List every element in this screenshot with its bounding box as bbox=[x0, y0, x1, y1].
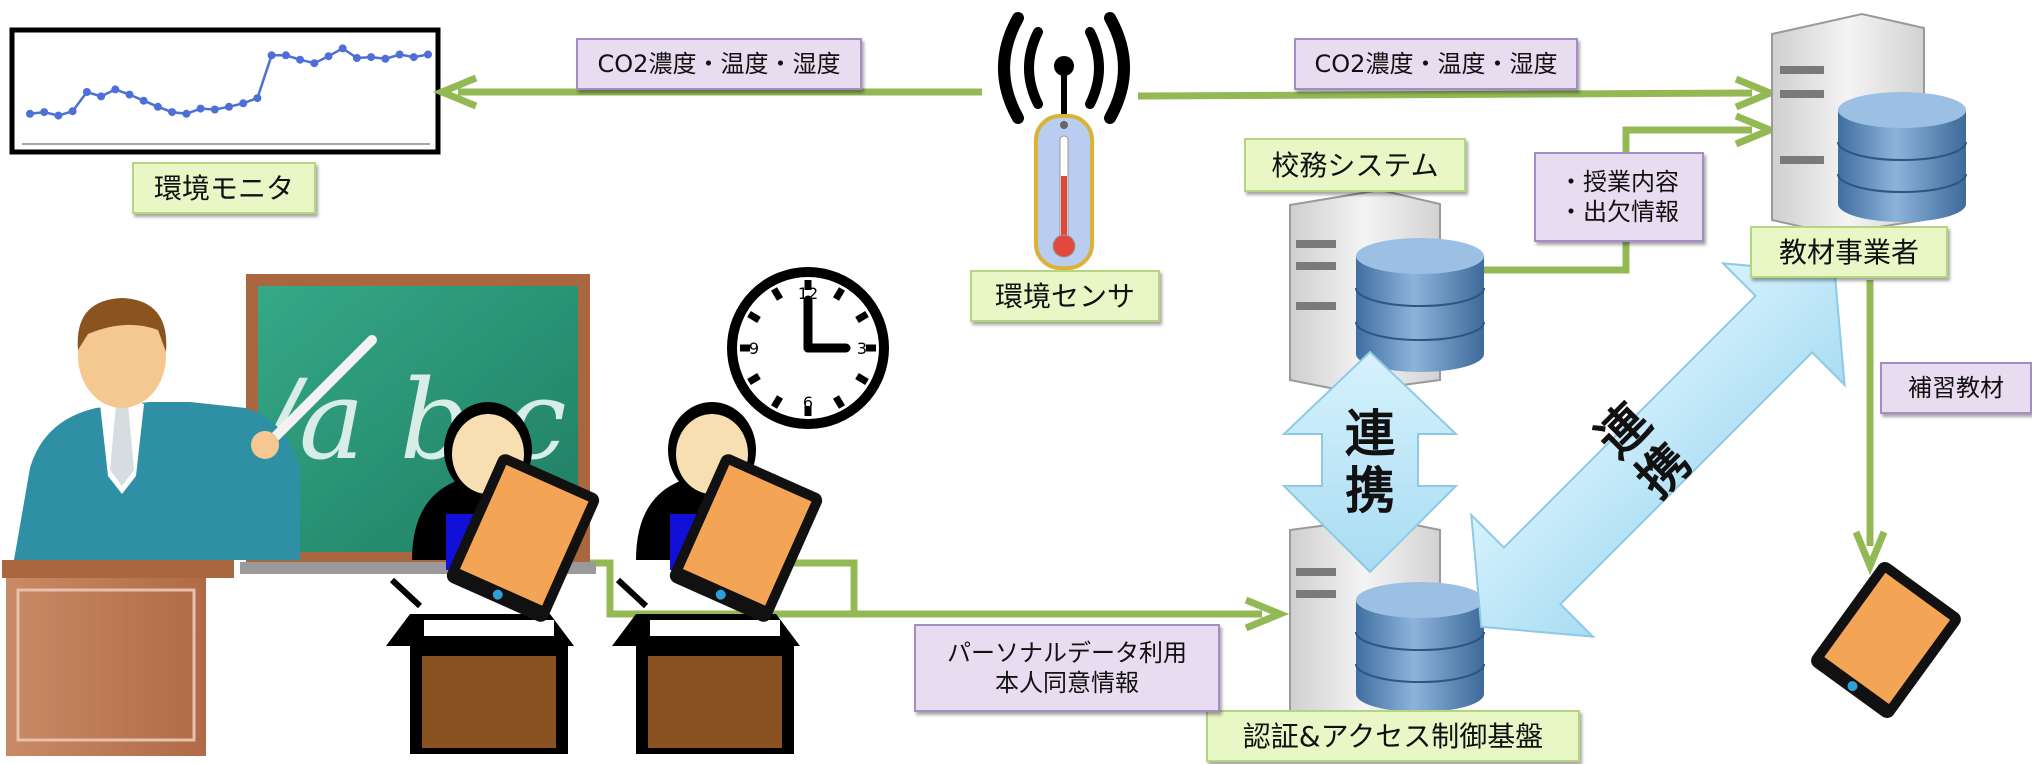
student-2-paper bbox=[650, 620, 780, 636]
wireless-signal-icon bbox=[998, 12, 1130, 124]
auth-platform-server bbox=[1289, 516, 1485, 724]
monitor-point bbox=[153, 102, 162, 111]
student-1 bbox=[386, 402, 600, 754]
monitor-point bbox=[267, 51, 276, 60]
label-auth-platform: 認証&アクセス制御基盤 bbox=[1206, 710, 1580, 762]
material-vendor-server bbox=[1771, 12, 1967, 236]
label-class-info: ・授業内容 ・出欠情報 bbox=[1534, 152, 1704, 242]
podium-body bbox=[6, 578, 206, 756]
monitor-point bbox=[125, 90, 134, 99]
teacher-figure bbox=[14, 298, 377, 560]
arrowhead-vendor-mid bbox=[1734, 112, 1780, 148]
monitor-point bbox=[281, 51, 290, 60]
label-material-vendor: 教材事業者 bbox=[1750, 226, 1948, 278]
monitor-point bbox=[324, 52, 333, 61]
student-2-tablet-screen bbox=[682, 464, 812, 606]
monitor-point bbox=[182, 109, 191, 118]
student-2 bbox=[612, 402, 823, 754]
podium-top bbox=[2, 560, 234, 578]
monitor-point bbox=[54, 111, 63, 120]
student-2-tablet-button bbox=[715, 589, 726, 600]
arrowhead-vendor-top bbox=[1734, 75, 1780, 111]
student-1-tablet-screen bbox=[459, 464, 589, 606]
teacher-body bbox=[14, 402, 300, 560]
teacher-hand bbox=[251, 431, 279, 459]
connector-student2-to-auth bbox=[790, 559, 858, 614]
monitor-point bbox=[196, 104, 205, 113]
monitor-point bbox=[296, 55, 305, 64]
environment-monitor bbox=[9, 27, 441, 155]
tablet-icon bbox=[1811, 562, 1961, 718]
clock-number-9: 9 bbox=[749, 339, 759, 358]
student-1-desk-body bbox=[422, 656, 556, 748]
database-icon bbox=[1355, 582, 1485, 712]
label-env-sensor: 環境センサ bbox=[970, 270, 1160, 322]
monitor-point bbox=[68, 107, 77, 116]
podium bbox=[2, 560, 234, 756]
monitor-frame bbox=[9, 27, 441, 155]
teacher-tie bbox=[110, 404, 134, 486]
monitor-point bbox=[310, 59, 319, 68]
label-co2-right: CO2濃度・温度・湿度 bbox=[1294, 38, 1578, 90]
label-env-monitor: 環境モニタ bbox=[132, 162, 316, 214]
monitor-point bbox=[111, 85, 120, 94]
clock-number-3: 3 bbox=[857, 339, 867, 358]
monitor-point bbox=[82, 88, 91, 96]
label-school-system: 校務システム bbox=[1244, 138, 1466, 192]
arrowhead-tablet bbox=[1852, 530, 1888, 576]
arrowhead-auth bbox=[1244, 596, 1290, 632]
school-system-server bbox=[1289, 188, 1485, 394]
monitor-point bbox=[367, 53, 376, 62]
clock-ticks bbox=[740, 280, 876, 416]
monitor-point bbox=[352, 54, 361, 62]
monitor-point bbox=[253, 94, 262, 103]
chalkboard: /a b c bbox=[240, 274, 596, 574]
student-1-tablet-button bbox=[492, 589, 503, 600]
supplementary-tablet-button bbox=[1847, 681, 1858, 692]
podium-panel bbox=[16, 588, 196, 742]
label-link-vertical: 連 携 bbox=[1345, 404, 1395, 520]
supplementary-tablet-screen bbox=[1824, 572, 1951, 704]
monitor-point bbox=[424, 50, 432, 59]
clock-number-6: 6 bbox=[803, 393, 813, 412]
teacher-face bbox=[78, 304, 166, 408]
database-icon bbox=[1355, 238, 1485, 372]
student-2-desk-body bbox=[648, 656, 782, 748]
label-personal-data: パーソナルデータ利用 本人同意情報 bbox=[914, 624, 1220, 712]
arrowhead-monitor bbox=[432, 74, 478, 110]
monitor-point bbox=[26, 109, 34, 118]
monitor-point bbox=[239, 99, 248, 108]
monitor-point bbox=[97, 92, 106, 101]
monitor-point bbox=[225, 102, 233, 111]
teacher-hair bbox=[77, 298, 167, 352]
teacher-pointer bbox=[257, 335, 377, 455]
tablet-icon bbox=[446, 454, 600, 622]
monitor-point bbox=[395, 50, 404, 59]
label-supplementary: 補習教材 bbox=[1880, 362, 2032, 414]
monitor-point bbox=[381, 54, 390, 63]
clock-number-12: 12 bbox=[798, 284, 818, 303]
student-2-pen bbox=[615, 577, 649, 609]
monitor-point bbox=[40, 108, 49, 117]
link-arrow-vertical bbox=[1281, 350, 1459, 574]
monitor-point bbox=[338, 44, 347, 53]
connector-sensor-to-vendor bbox=[1137, 89, 1753, 100]
thermometer-icon bbox=[1034, 114, 1094, 270]
clock-icon: 12 3 6 9 bbox=[727, 267, 889, 429]
database-icon bbox=[1837, 92, 1967, 222]
monitor-point bbox=[210, 105, 219, 114]
environment-sensor bbox=[998, 12, 1130, 270]
monitor-chart bbox=[26, 44, 432, 120]
student-1-paper bbox=[424, 620, 554, 636]
tablet-icon bbox=[669, 454, 823, 622]
monitor-point bbox=[139, 96, 148, 105]
monitor-point bbox=[168, 108, 177, 117]
student-1-pen bbox=[389, 577, 423, 609]
label-co2-left: CO2濃度・温度・湿度 bbox=[576, 38, 862, 90]
monitor-point bbox=[409, 53, 418, 62]
